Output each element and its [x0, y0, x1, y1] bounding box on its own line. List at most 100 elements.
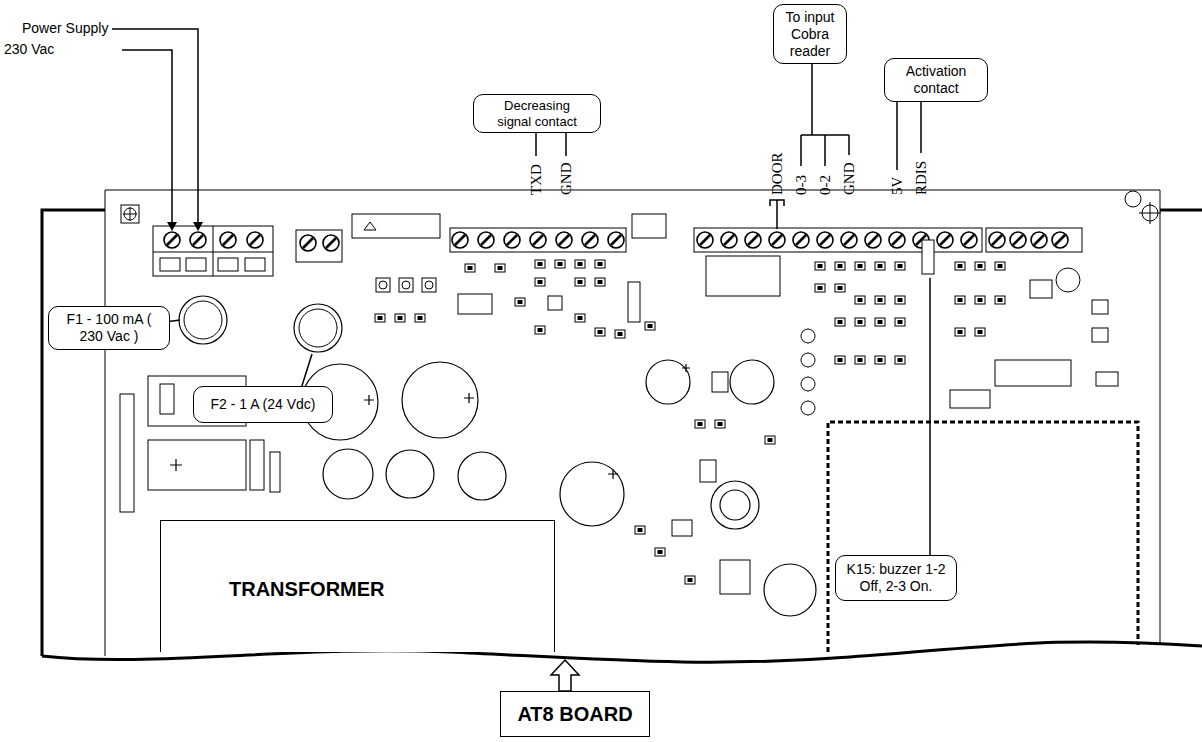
smd-part — [975, 296, 985, 304]
terminal-screw — [769, 232, 785, 248]
ic-chip — [458, 294, 492, 314]
signal-label: RDIS — [913, 161, 930, 195]
callout-text: K15: buzzer 1-2 Off, 2-3 On. — [846, 561, 946, 595]
capacitor — [560, 462, 624, 526]
transformer-block: TRANSFORMER — [160, 520, 555, 652]
smd-part — [855, 318, 865, 326]
terminal-screw — [220, 232, 236, 248]
capacitor — [323, 449, 373, 499]
jumper-callout: K15: buzzer 1-2 Off, 2-3 On. — [835, 555, 957, 601]
component-box — [712, 372, 728, 392]
terminal-screw — [323, 235, 339, 251]
terminal-screw — [608, 232, 624, 248]
fuse-holder — [294, 304, 342, 352]
terminal-screw — [1010, 232, 1026, 248]
smd-part — [835, 356, 845, 364]
terminal-screw — [817, 232, 833, 248]
component-box — [632, 214, 666, 238]
component-box — [950, 390, 990, 408]
component-box — [148, 440, 246, 490]
leader-line — [801, 50, 849, 166]
terminal-screw — [1052, 232, 1068, 248]
signal-label: 0-3 — [793, 175, 810, 195]
terminal-screw — [247, 232, 263, 248]
smd-part — [955, 328, 965, 336]
callout-text: Decreasing signal contact — [490, 98, 584, 129]
smd-part — [995, 262, 1005, 270]
supply-label: Power Supply — [22, 21, 108, 36]
callout-text: F2 - 1 A (24 Vdc) — [199, 396, 327, 413]
trimmer — [402, 281, 410, 289]
component-box — [700, 460, 716, 482]
buzzer — [720, 490, 750, 520]
smd-part — [535, 278, 545, 286]
crosshair — [123, 207, 137, 221]
leader-line — [112, 29, 198, 222]
dashed-region — [828, 422, 1138, 652]
smd-part — [875, 318, 885, 326]
capacitor — [386, 450, 434, 498]
callout-text: AT8 BOARD — [505, 702, 645, 726]
smd-part — [835, 318, 845, 326]
smd-part — [855, 262, 865, 270]
smd-part — [765, 436, 775, 444]
terminal-screw — [1031, 232, 1047, 248]
terminal-screw — [889, 232, 905, 248]
component-box — [720, 560, 750, 594]
fuse-holder — [184, 301, 222, 339]
smd-part — [815, 262, 825, 270]
callout-text: To input Cobra reader — [780, 9, 840, 59]
terminal-socket — [186, 258, 206, 271]
polarity-mark — [464, 393, 474, 403]
smd-part — [835, 284, 845, 292]
smd-part — [995, 296, 1005, 304]
smd-part — [535, 260, 545, 268]
terminal-screw — [745, 232, 761, 248]
signal-label: TXD — [528, 164, 545, 195]
mount-mark — [121, 205, 139, 223]
signal-label: 0-2 — [817, 175, 834, 195]
terminal-screw — [865, 232, 881, 248]
smd-part — [955, 262, 965, 270]
smd-part — [955, 296, 965, 304]
fuse-callout: F1 - 100 mA ( 230 Vac ) — [48, 306, 170, 350]
smd-part — [895, 356, 905, 364]
fuse-holder — [299, 309, 337, 347]
test-point — [801, 377, 815, 391]
terminal-screw — [841, 232, 857, 248]
terminal-screw — [190, 232, 206, 248]
smd-part — [495, 264, 505, 272]
smd-part — [695, 420, 705, 428]
fuse-callout: F2 - 1 A (24 Vdc) — [193, 386, 333, 423]
smd-part — [465, 264, 475, 272]
smd-part — [535, 326, 545, 334]
smd-part — [595, 260, 605, 268]
terminal-socket — [218, 258, 238, 271]
component-box — [1092, 328, 1108, 342]
signal-label: GND — [841, 163, 858, 196]
component-box — [160, 384, 174, 414]
component-box — [270, 452, 280, 492]
smd-part — [975, 262, 985, 270]
jumper-k15 — [922, 240, 934, 274]
terminal-socket — [160, 258, 180, 271]
terminal-screw — [989, 232, 1005, 248]
capacitor — [646, 360, 690, 404]
fuse-holder — [179, 296, 227, 344]
smd-part — [395, 314, 405, 322]
callout-box: To input Cobra reader — [773, 4, 847, 64]
terminal-screw — [300, 235, 316, 251]
callout-text: Activation contact — [892, 63, 980, 97]
smd-part — [515, 298, 525, 306]
smd-part — [645, 322, 655, 330]
polarity-mark — [170, 459, 182, 471]
polarity-mark — [608, 469, 618, 479]
relay — [706, 256, 780, 296]
housing-edge — [1160, 209, 1202, 212]
smd-part — [895, 296, 905, 304]
smd-part — [815, 284, 825, 292]
component-box — [352, 214, 440, 238]
terminal-screw — [697, 232, 713, 248]
component-box — [1096, 372, 1118, 386]
